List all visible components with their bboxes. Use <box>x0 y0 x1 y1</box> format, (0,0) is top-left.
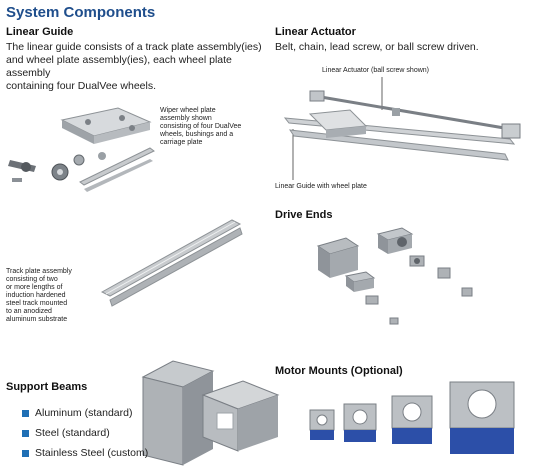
caption-line: or more lengths of <box>6 284 63 291</box>
page-title: System Components <box>6 4 156 21</box>
caption-line: wheels, bushings and a <box>160 131 234 138</box>
actuator-callout-top: Linear Actuator (ball screw shown) <box>322 67 429 74</box>
actuator-callout-bottom: Linear Guide with wheel plate <box>275 183 367 190</box>
list-item-label: Stainless Steel (custom) <box>35 447 149 459</box>
linear-guide-text-line: The linear guide consists of a track pla… <box>6 41 262 53</box>
caption-line: consisting of four DualVee <box>160 123 242 130</box>
linear-actuator-heading: Linear Actuator <box>275 26 356 38</box>
wheel-plate-assembly-image <box>8 107 155 192</box>
linear-guide-text: The linear guide consists of a track pla… <box>6 41 276 93</box>
caption-line: assembly shown <box>160 115 212 122</box>
caption-line: to an anodized <box>6 308 52 315</box>
linear-actuator-image <box>283 77 521 180</box>
support-beams-heading: Support Beams <box>6 381 88 393</box>
list-item: Steel (standard) <box>22 423 148 443</box>
bullet-square-icon <box>22 449 29 457</box>
support-beams-image <box>141 360 280 466</box>
linear-guide-text-line: and wheel plate assembly(ies), each whee… <box>6 54 232 79</box>
list-item: Aluminum (standard) <box>22 403 148 423</box>
caption-line: Wiper wheel plate <box>160 107 216 114</box>
caption-line: Track plate assembly <box>6 268 72 275</box>
bullet-square-icon <box>22 409 29 417</box>
list-item: Stainless Steel (custom) <box>22 443 148 463</box>
linear-guide-text-line: containing four DualVee wheels. <box>6 80 157 92</box>
linear-actuator-text: Belt, chain, lead screw, or ball screw d… <box>275 41 479 53</box>
caption-line: carriage plate <box>160 139 203 146</box>
wiper-caption: Wiper wheel plate assembly shown consist… <box>160 107 270 147</box>
linear-guide-heading: Linear Guide <box>6 26 74 38</box>
caption-line: aluminum substrate <box>6 316 68 323</box>
motor-mounts-image <box>309 381 515 454</box>
bullet-square-icon <box>22 429 29 437</box>
list-item-label: Aluminum (standard) <box>35 407 133 419</box>
track-plate-image <box>100 219 243 307</box>
track-plate-caption: Track plate assembly consisting of two o… <box>6 268 106 324</box>
caption-line: induction hardened <box>6 292 66 299</box>
list-item-label: Steel (standard) <box>35 427 110 439</box>
support-beams-list: Aluminum (standard) Steel (standard) Sta… <box>22 403 148 463</box>
caption-line: consisting of two <box>6 276 58 283</box>
drive-ends-image <box>316 227 473 325</box>
drive-ends-heading: Drive Ends <box>275 209 333 221</box>
caption-line: steel track mounted <box>6 300 68 307</box>
motor-mounts-heading: Motor Mounts (Optional) <box>275 365 403 377</box>
